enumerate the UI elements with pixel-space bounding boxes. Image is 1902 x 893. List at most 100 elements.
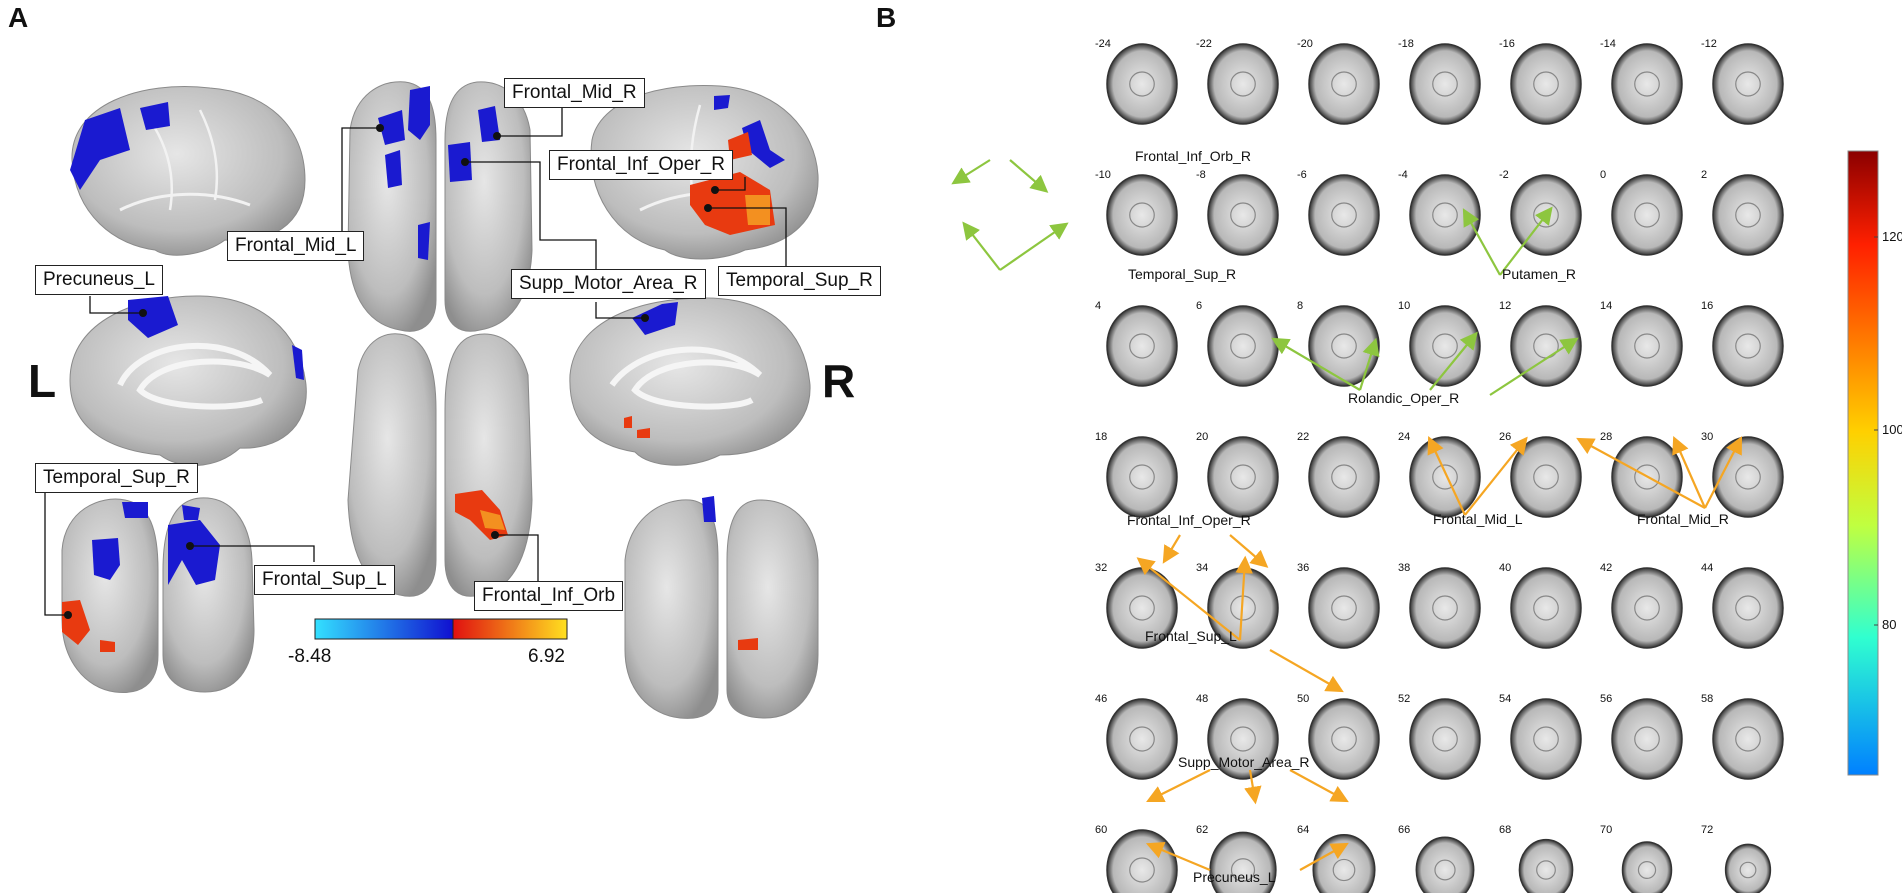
slice-number: 20 <box>1196 431 1209 443</box>
axial-slice <box>1409 567 1481 649</box>
callout-precuneus-l: Precuneus_L <box>35 265 163 295</box>
brain-top-view <box>347 81 533 332</box>
callout-dots <box>64 124 719 619</box>
axial-slice <box>1209 831 1277 893</box>
axial-slice <box>1611 305 1683 387</box>
axial-slice <box>1106 305 1178 387</box>
slice-number: -20 <box>1297 38 1313 50</box>
axial-slice <box>1308 43 1380 125</box>
slice-number: -16 <box>1499 38 1515 50</box>
slice-number: 56 <box>1600 693 1613 705</box>
slice-number: 8 <box>1297 300 1304 312</box>
label-putamen-r: Putamen_R <box>1502 266 1576 282</box>
slice-number: 22 <box>1297 431 1310 443</box>
slice-number: 36 <box>1297 562 1310 574</box>
colorbar-min-label: -8.48 <box>288 646 332 667</box>
label-temporal-sup-r: Temporal_Sup_R <box>1128 266 1237 282</box>
axial-slice <box>1106 174 1178 256</box>
axial-slice <box>1207 174 1279 256</box>
callout-temporal-sup-r-top: Temporal_Sup_R <box>718 266 881 296</box>
axial-slice <box>1409 174 1481 256</box>
axial-slice <box>1308 567 1380 649</box>
panel-a-letter: A <box>8 2 29 33</box>
slice-number: 64 <box>1297 824 1310 836</box>
axial-slice <box>1712 698 1784 780</box>
slice-number: 38 <box>1398 562 1411 574</box>
axial-slice <box>1510 436 1582 518</box>
slice-number: 28 <box>1600 431 1613 443</box>
axial-slice <box>1510 567 1582 649</box>
panel-a-colorbar <box>314 618 568 640</box>
slice-number: -24 <box>1095 38 1111 50</box>
axial-slice <box>1611 698 1683 780</box>
colorbar-tick-80: 80 <box>1882 617 1897 632</box>
axial-slice <box>1207 436 1279 518</box>
slice-number: -12 <box>1701 38 1717 50</box>
axial-slice <box>1308 436 1380 518</box>
slice-number: 66 <box>1398 824 1411 836</box>
axial-slice <box>1409 43 1481 125</box>
label-frontal-sup-l: Frontal_Sup_L <box>1145 628 1237 644</box>
slice-number: 68 <box>1499 824 1512 836</box>
axial-slice <box>1621 841 1673 893</box>
slice-number: -10 <box>1095 169 1111 181</box>
axial-slice <box>1712 43 1784 125</box>
slice-number: 58 <box>1701 693 1714 705</box>
axial-slice <box>1106 43 1178 125</box>
slice-number: 16 <box>1701 300 1714 312</box>
axial-slice <box>1409 305 1481 387</box>
slice-number: -4 <box>1398 169 1408 181</box>
slice-number: 14 <box>1600 300 1613 312</box>
slice-number: 52 <box>1398 693 1411 705</box>
brain-frontal-view <box>61 497 255 694</box>
label-frontal-inf-oper-r: Frontal_Inf_Oper_R <box>1127 512 1251 528</box>
axial-slice <box>1308 698 1380 780</box>
axial-slice <box>1518 838 1574 893</box>
brain-bottom-view <box>347 333 533 597</box>
axial-slice <box>1724 843 1772 893</box>
brain-back-view <box>624 496 819 719</box>
slice-number: 6 <box>1196 300 1203 312</box>
slice-number: 54 <box>1499 693 1512 705</box>
colorbar-tick-100: 100 <box>1882 422 1902 437</box>
slice-number: 12 <box>1499 300 1512 312</box>
panel-b-letter: B <box>876 2 897 33</box>
axial-slice <box>1611 174 1683 256</box>
label-frontal-inf-orb-r: Frontal_Inf_Orb_R <box>1135 148 1251 164</box>
callout-frontal-mid-l: Frontal_Mid_L <box>227 231 365 261</box>
slice-number: -6 <box>1297 169 1307 181</box>
slice-number: 24 <box>1398 431 1411 443</box>
slice-number: 42 <box>1600 562 1613 574</box>
slice-number: -8 <box>1196 169 1206 181</box>
axial-slice <box>1510 43 1582 125</box>
slice-number: 18 <box>1095 431 1108 443</box>
axial-slice <box>1312 834 1376 893</box>
label-frontal-mid-l: Frontal_Mid_L <box>1433 511 1523 527</box>
brain-right-medial <box>569 297 811 466</box>
slice-number: 46 <box>1095 693 1108 705</box>
axial-slice <box>1207 305 1279 387</box>
slice-number: 72 <box>1701 824 1714 836</box>
left-hemisphere-label: L <box>28 355 57 407</box>
slice-number: -14 <box>1600 38 1616 50</box>
slice-number: 30 <box>1701 431 1714 443</box>
slice-number: 44 <box>1701 562 1714 574</box>
callout-frontal-sup-l: Frontal_Sup_L <box>254 565 395 595</box>
axial-slice <box>1409 698 1481 780</box>
axial-slice <box>1415 836 1475 893</box>
slice-number: -18 <box>1398 38 1414 50</box>
callout-leader-lines <box>44 102 787 616</box>
slice-number: 32 <box>1095 562 1108 574</box>
axial-slice <box>1712 567 1784 649</box>
right-hemisphere-label: R <box>822 355 856 407</box>
slice-number: 10 <box>1398 300 1411 312</box>
axial-slice <box>1712 305 1784 387</box>
axial-slice <box>1308 174 1380 256</box>
slice-number: 34 <box>1196 562 1209 574</box>
callout-temporal-sup-r-bottom: Temporal_Sup_R <box>35 463 198 493</box>
callout-frontal-inf-orb: Frontal_Inf_Orb <box>474 581 624 611</box>
callout-frontal-inf-oper-r: Frontal_Inf_Oper_R <box>549 150 733 180</box>
slice-number: 50 <box>1297 693 1310 705</box>
